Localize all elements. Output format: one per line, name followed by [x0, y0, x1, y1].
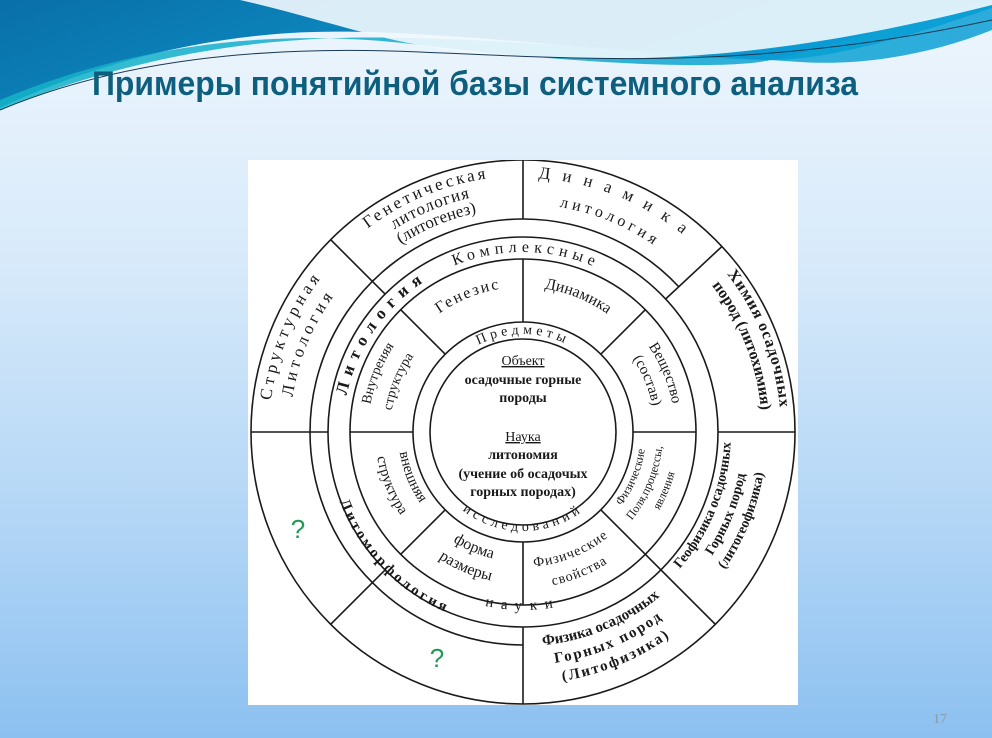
page-number: 17 — [933, 712, 947, 727]
sciences-band-label: науки — [484, 594, 562, 614]
genesis-label: Генезис — [432, 276, 502, 317]
subjects-label: Предметы — [474, 323, 572, 348]
center-labels: Объект осадочные горные породы Наука лит… — [458, 354, 587, 500]
segment-divider — [400, 309, 446, 355]
segment-divider — [665, 245, 723, 300]
science-line: литономия — [488, 448, 558, 463]
segment-divider — [644, 553, 716, 625]
center-circle — [429, 338, 617, 526]
diagram-lines — [250, 160, 796, 705]
segment-divider — [330, 239, 386, 295]
dynamics-label: Динамика — [544, 276, 615, 318]
segment-divider — [600, 509, 646, 555]
slide-title-container: Примеры понятийной базы системного анали… — [92, 65, 859, 103]
unknown-left-question-mark: ? — [291, 514, 305, 544]
research-label: исследований — [460, 501, 586, 535]
slide-title: Примеры понятийной базы системного анали… — [92, 65, 859, 103]
lithomorphology-band-label: Литоморфология — [336, 497, 452, 617]
science-line: горных породах) — [470, 485, 576, 500]
segment-divider — [400, 509, 446, 555]
segment-divider — [600, 309, 646, 355]
lithology-arc-top — [309, 218, 680, 433]
unknown-bottom-question-mark: ? — [430, 643, 444, 673]
science-line: (учение об осадочых — [458, 467, 587, 482]
science-heading: Наука — [505, 430, 541, 445]
object-line: породы — [499, 391, 547, 406]
object-heading: Объект — [501, 354, 544, 369]
header-wave-decoration — [0, 0, 992, 111]
object-line: осадочные горные — [465, 373, 582, 388]
segment-divider — [330, 569, 386, 625]
concept-diagram: Структурная Литология Генетическая литол… — [248, 160, 798, 705]
